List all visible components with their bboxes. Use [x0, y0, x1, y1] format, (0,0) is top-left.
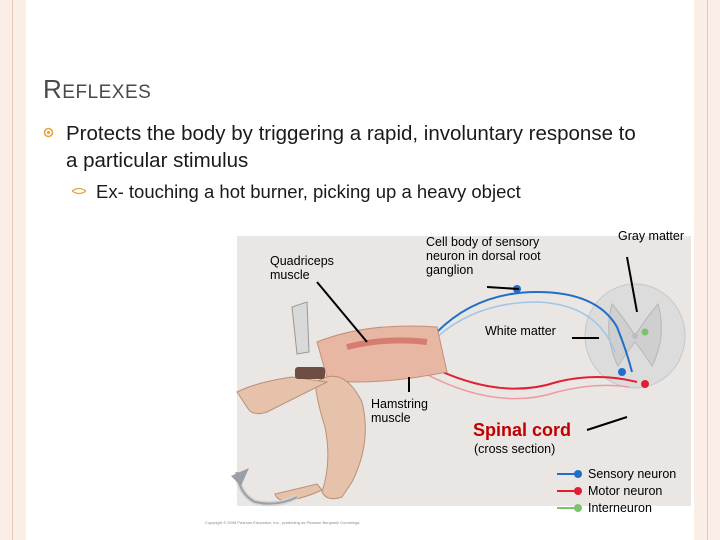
legend-interneuron: Interneuron	[588, 501, 652, 515]
right-frame-line	[707, 0, 708, 540]
copyright-note: Copyright © 2008 Pearson Education, Inc.…	[205, 520, 361, 525]
label-gray-matter: Gray matter	[618, 229, 684, 243]
arrowhead-icon	[231, 468, 249, 486]
leg-illustration	[231, 325, 448, 507]
label-cell-body: Cell body of sensory neuron in dorsal ro…	[426, 235, 541, 277]
sub-bullet-text: Ex- touching a hot burner, picking up a …	[96, 181, 521, 202]
label-hamstring: Hamstring muscle	[371, 397, 428, 425]
left-frame-line	[12, 0, 13, 540]
legend-sensory: Sensory neuron	[588, 467, 677, 481]
sun-bullet-icon	[43, 127, 54, 138]
arrow-bullet-icon	[72, 187, 86, 195]
reflex-hammer-icon	[291, 301, 325, 379]
sensory-fiber	[436, 290, 633, 373]
legend-motor: Motor neuron	[588, 484, 663, 498]
spinal-cord-cross-section	[584, 283, 686, 389]
sub-bullet: Ex- touching a hot burner, picking up a …	[72, 181, 521, 203]
reflex-illustration	[231, 256, 686, 512]
main-bullet: Protects the body by triggering a rapid,…	[43, 120, 643, 174]
main-bullet-text: Protects the body by triggering a rapid,…	[66, 122, 636, 172]
label-cross-section: (cross section)	[474, 442, 556, 456]
label-white-matter: White matter	[485, 324, 556, 338]
label-spinal-cord: Spinal cord	[473, 420, 572, 440]
slide-title: REFLEXES	[43, 74, 152, 104]
reflex-arc-figure: Quadriceps muscle Cell body of sensory n…	[197, 229, 693, 528]
label-quadriceps: Quadriceps muscle	[270, 254, 334, 282]
motor-fiber	[421, 361, 638, 390]
left-frame-band	[0, 0, 26, 540]
